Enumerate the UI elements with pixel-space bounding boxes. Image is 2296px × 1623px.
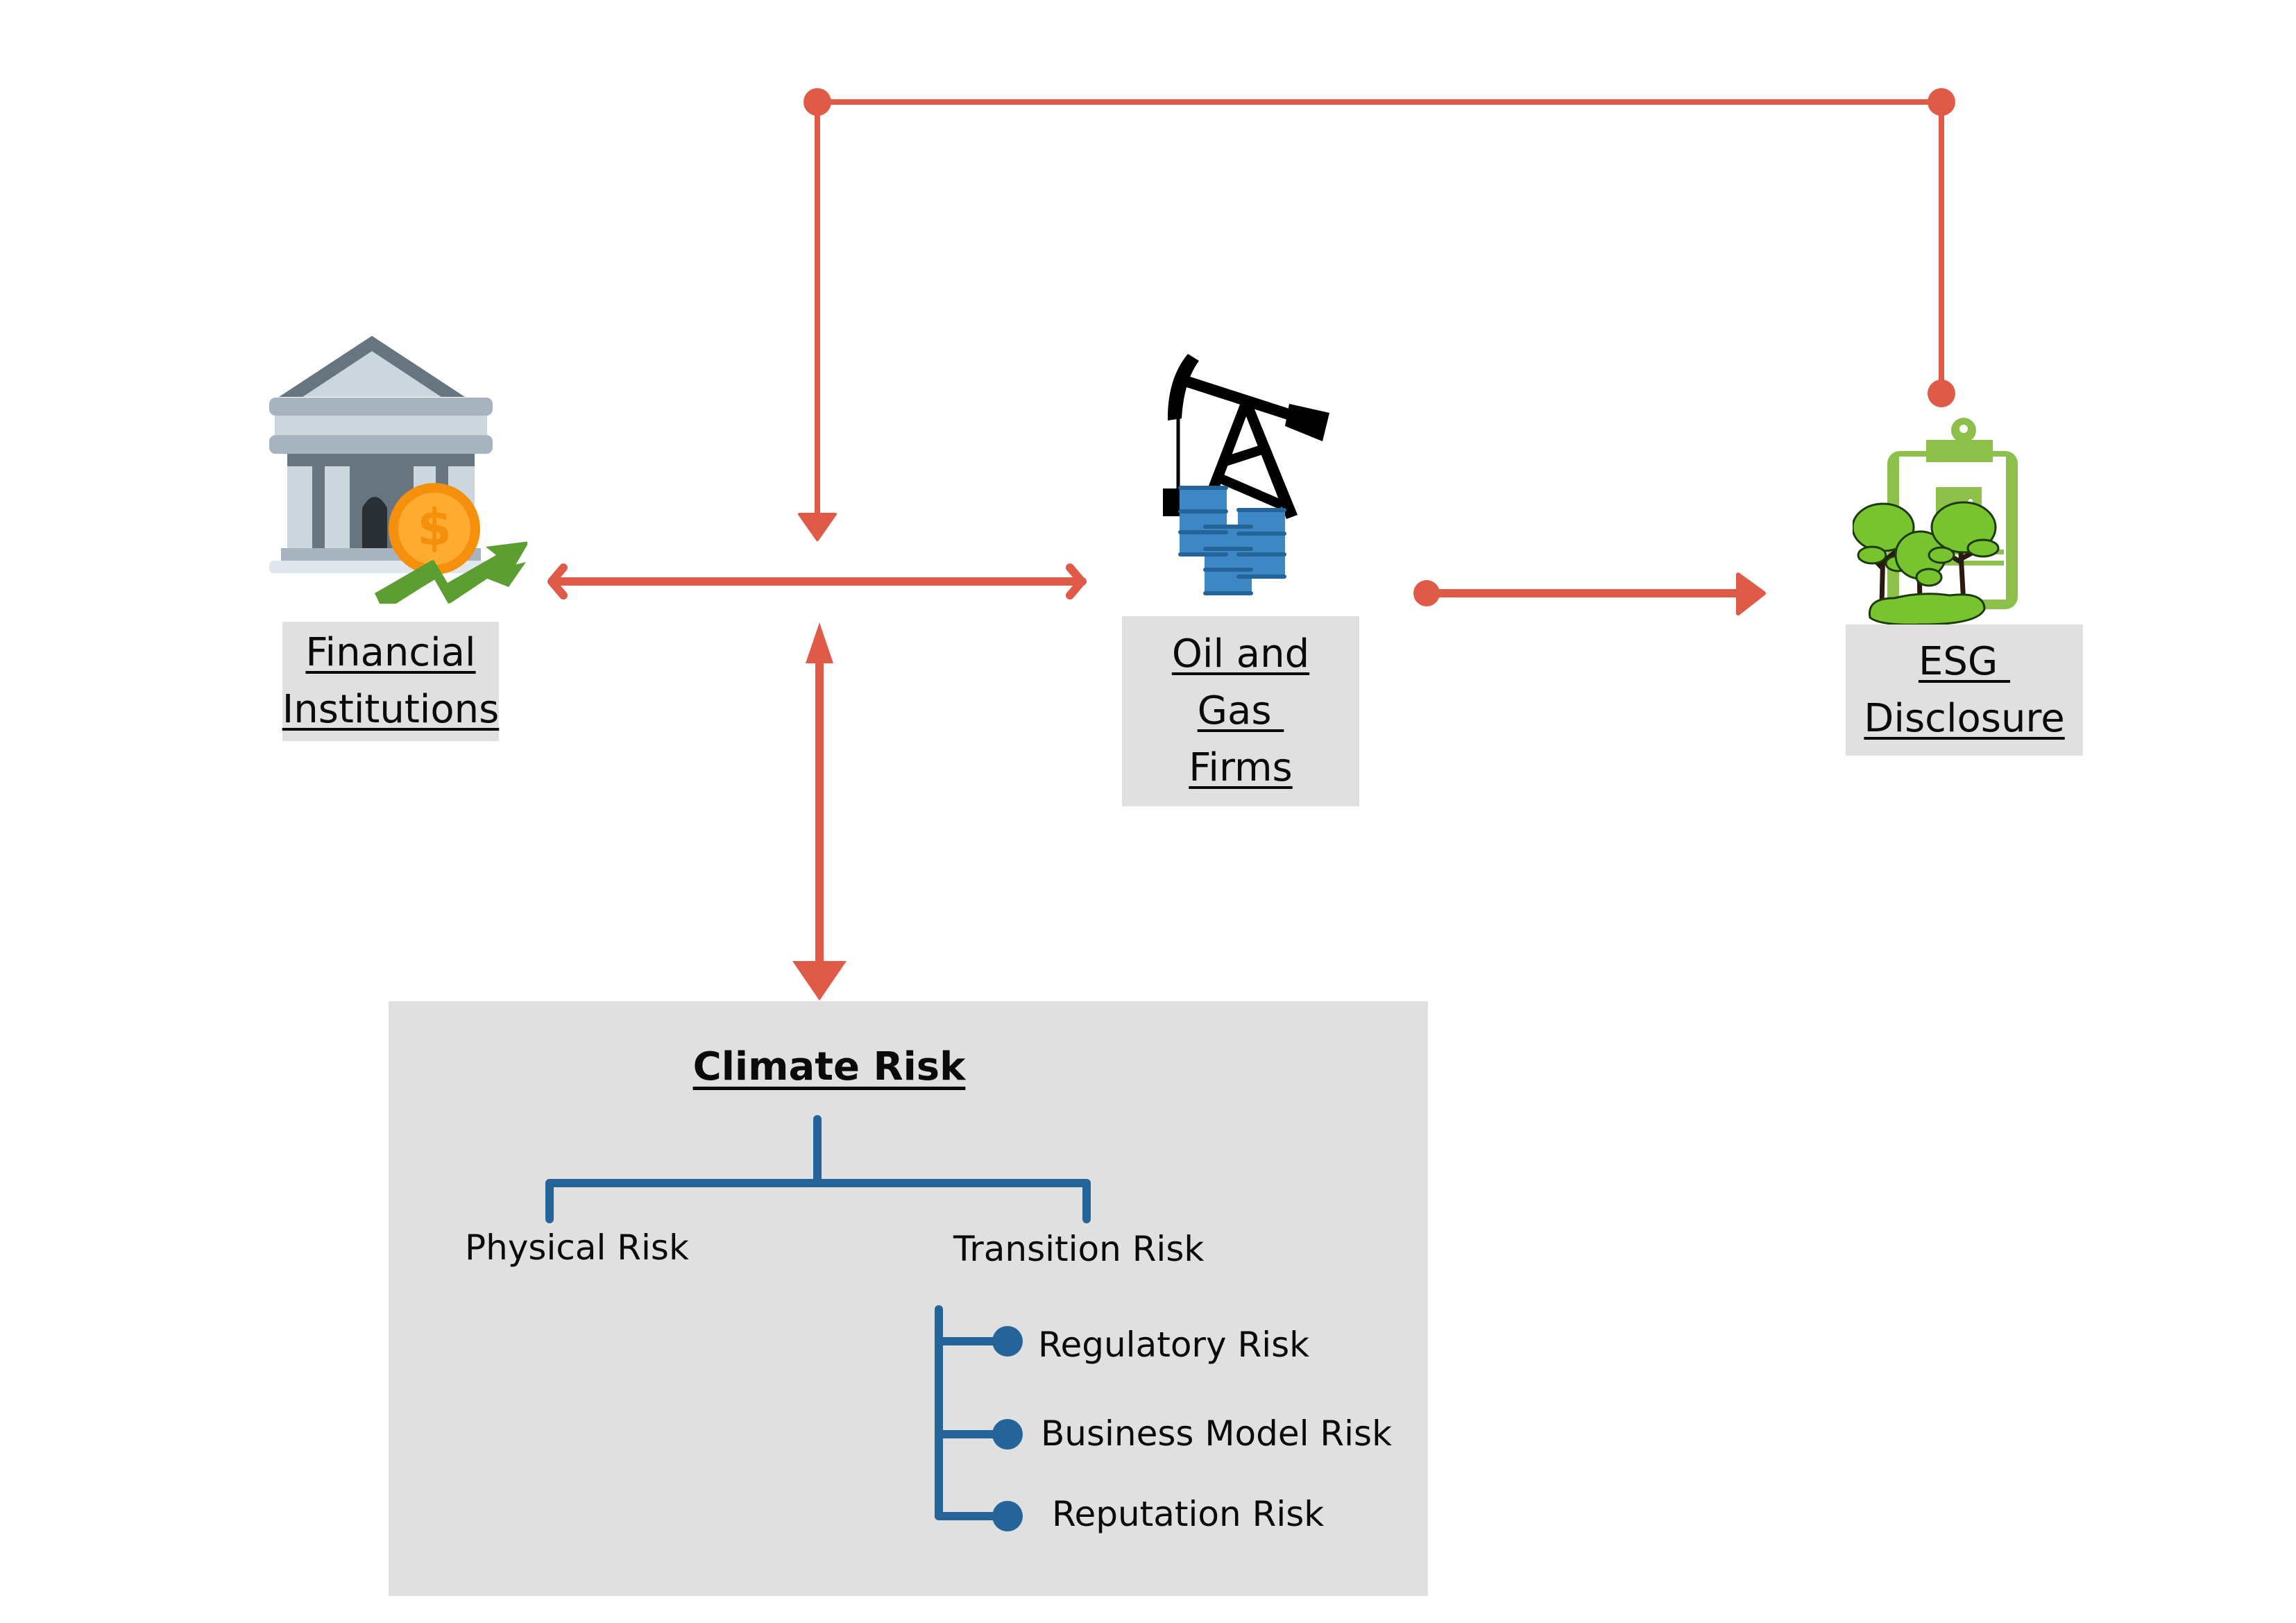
arrowhead-down-center <box>798 513 837 541</box>
connector-dot-esg <box>1928 380 1955 407</box>
esg-disclosure-label: ESG Disclosure <box>1846 624 2083 756</box>
reputation-risk-label: Reputation Risk <box>1052 1494 1325 1534</box>
bullet-reputation <box>992 1501 1023 1531</box>
clipboard-trees-icon <box>1853 418 2018 624</box>
bullet-business-model <box>992 1419 1023 1450</box>
financial-label-line-1: Financial <box>305 630 476 675</box>
oil-pump-icon <box>1163 354 1329 595</box>
business-model-risk-label: Business Model Risk <box>1041 1413 1393 1454</box>
arrowhead-up-climate <box>806 622 833 663</box>
connector-dot-top-left <box>803 88 831 116</box>
chevron-left-icon <box>547 563 568 600</box>
risk-tree <box>545 1115 1091 1531</box>
climate-risk-box: Climate Risk Physical Risk Transition Ri… <box>389 1001 1428 1596</box>
oil-label-line-2: Gas <box>1197 688 1284 733</box>
climate-risk-title: Climate Risk <box>692 1044 966 1089</box>
regulatory-risk-label: Regulatory Risk <box>1038 1325 1310 1365</box>
oil-label-line-3: Firms <box>1189 745 1293 790</box>
oil-gas-firms-label: Oil and Gas Firms <box>1122 616 1359 806</box>
esg-label-line-2: Disclosure <box>1864 695 2065 741</box>
financial-label-line-2: Institutions <box>282 687 500 732</box>
connector-dot-top-right <box>1928 88 1955 116</box>
oil-label-line-1: Oil and <box>1171 631 1310 677</box>
arrowhead-down-climate <box>792 961 847 1001</box>
chevron-right-icon <box>1066 563 1086 600</box>
tree-branches <box>545 1179 1091 1223</box>
financial-institutions-label: Financial Institutions <box>282 622 499 741</box>
arrowhead-right-esg <box>1736 572 1766 615</box>
transition-risk-label: Transition Risk <box>953 1229 1205 1269</box>
esg-label-line-1: ESG <box>1918 638 2011 684</box>
connector-dot-oil <box>1413 580 1440 606</box>
bullet-regulatory <box>992 1326 1023 1357</box>
svg-text:$: $ <box>417 498 452 556</box>
physical-risk-label: Physical Risk <box>465 1227 689 1268</box>
bank-icon: $ <box>269 336 527 604</box>
